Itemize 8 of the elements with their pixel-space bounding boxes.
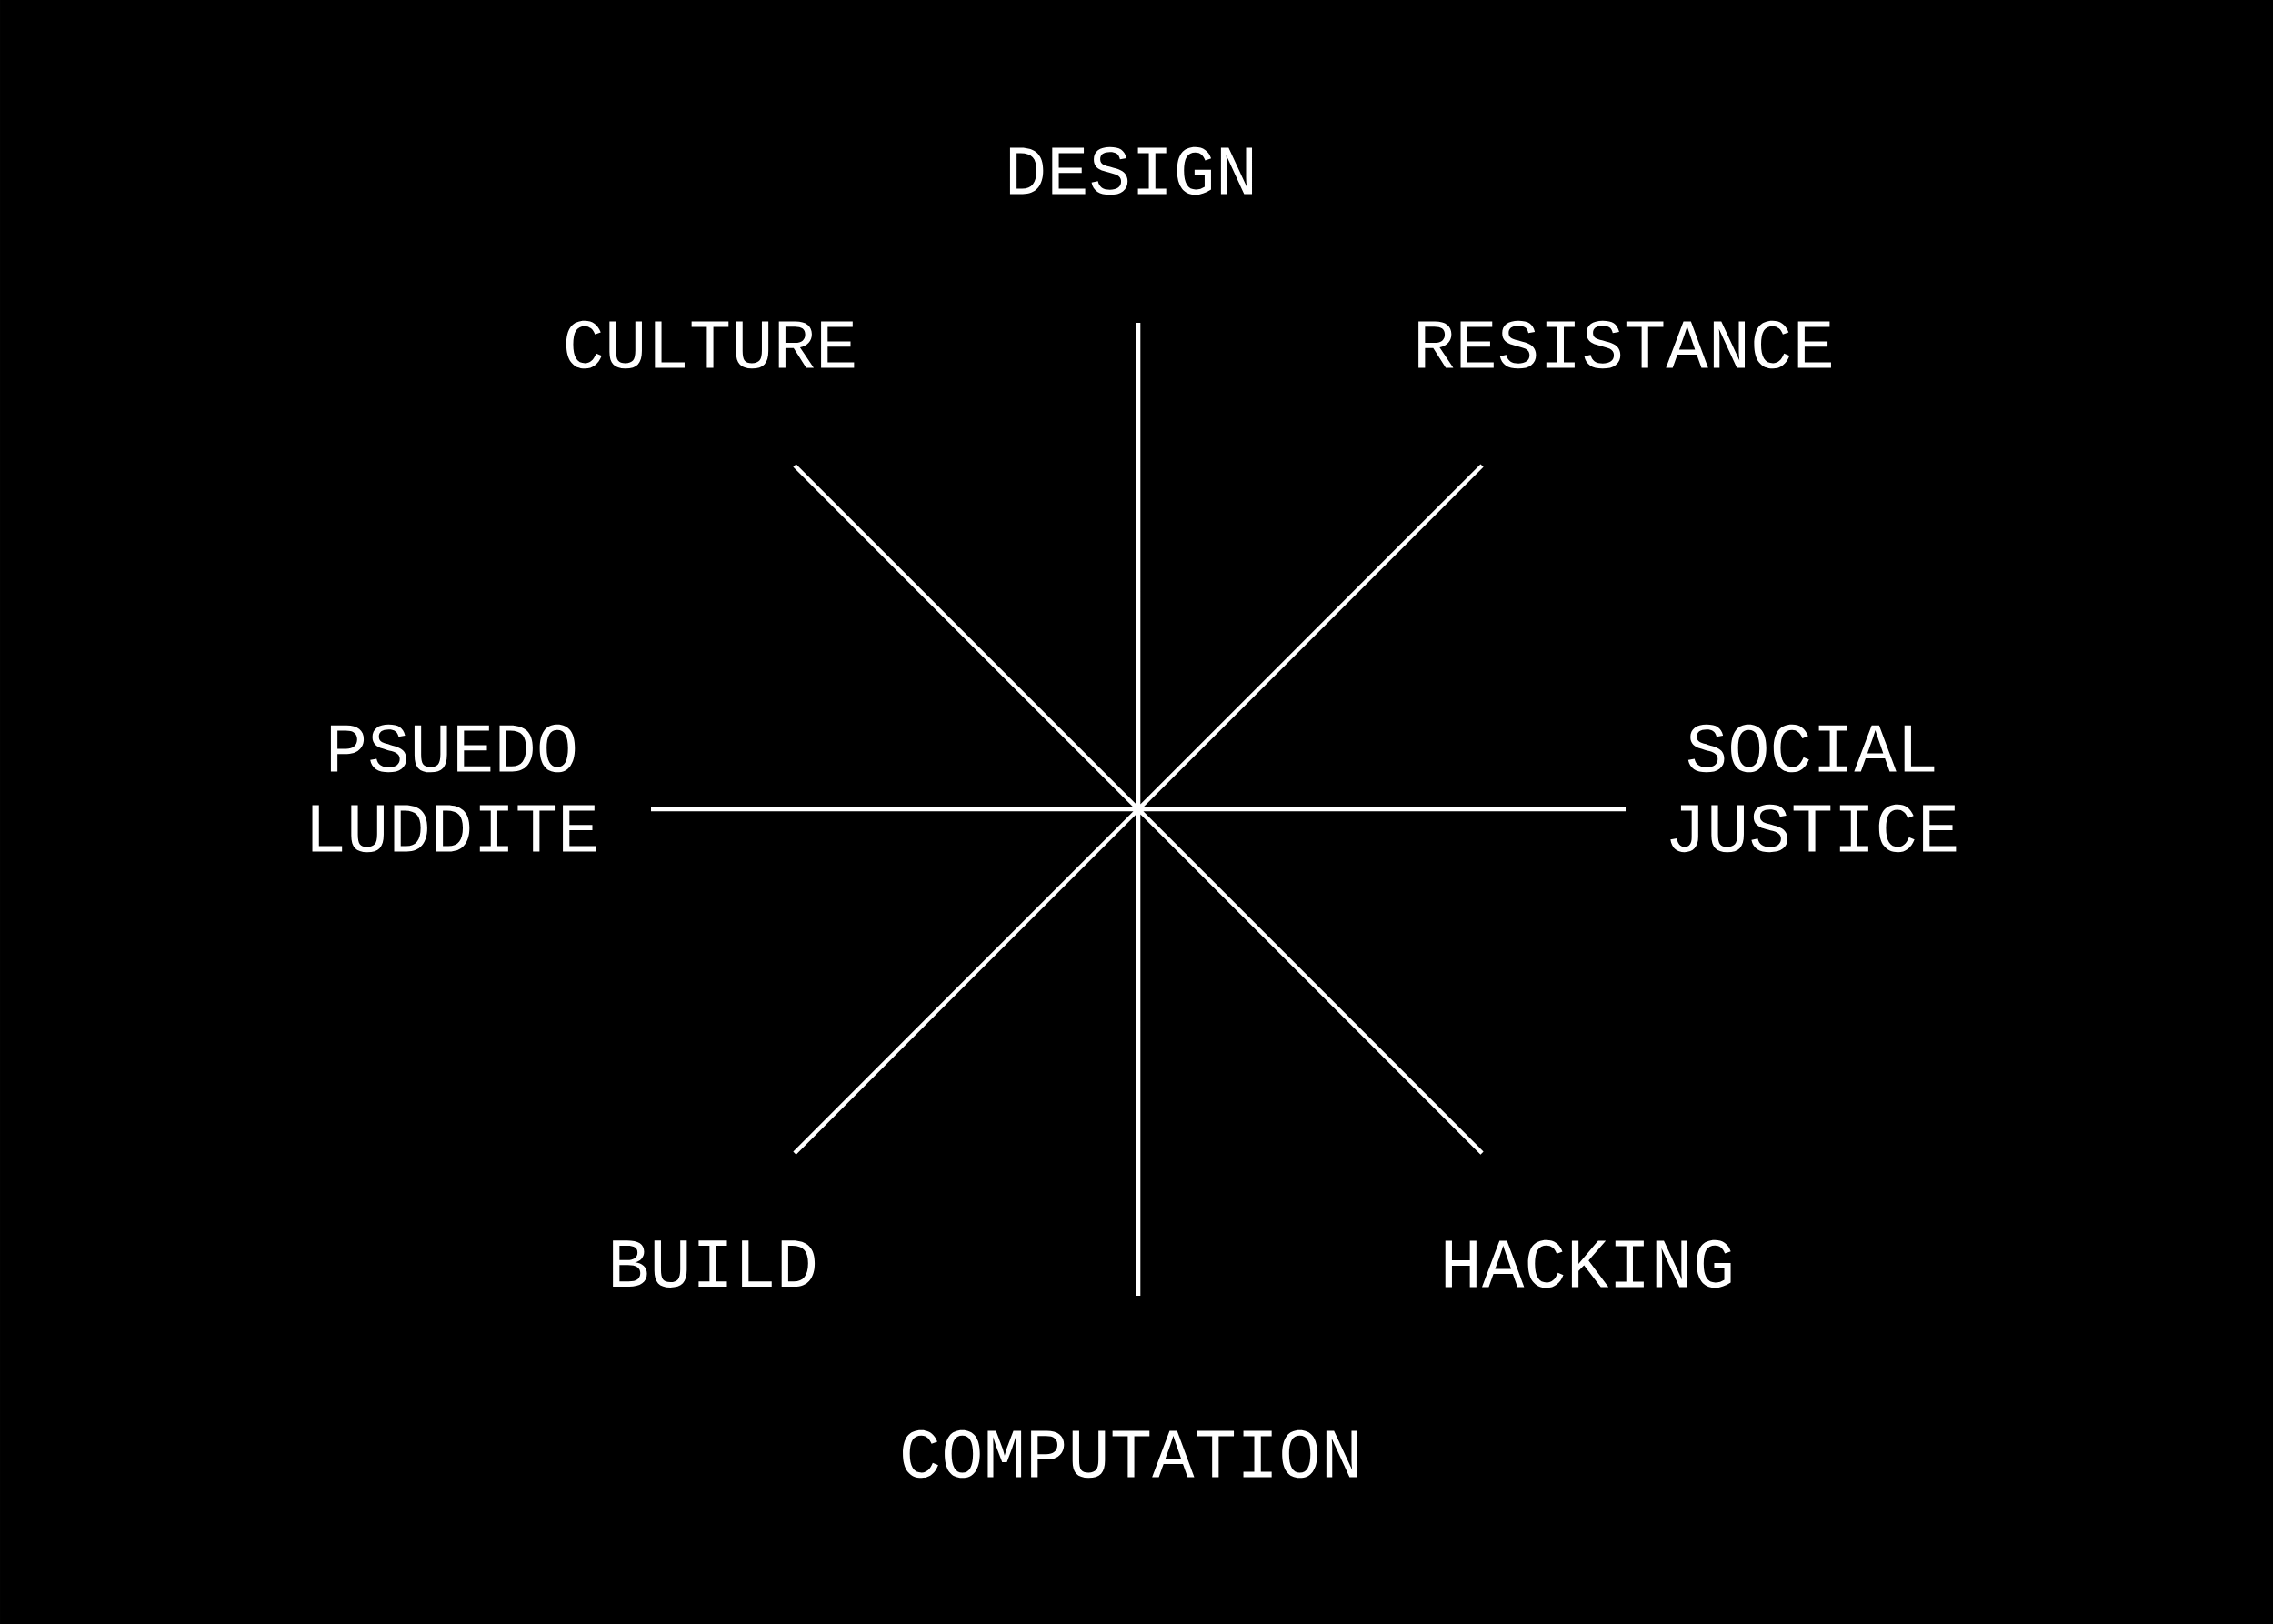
axis-label: RESISTANCE: [1418, 320, 1831, 369]
axis-label: PSUEDO LUDDITE: [312, 724, 596, 853]
axis-label: SOCIAL JUSTICE: [1670, 724, 1957, 853]
axis-label: BUILD: [613, 1240, 816, 1288]
axis-label: CULTURE: [566, 320, 855, 369]
axis-label: HACKING: [1445, 1239, 1731, 1288]
axis-label: COMPUTATION: [903, 1429, 1357, 1479]
axis-label: DESIGN: [1009, 146, 1252, 195]
